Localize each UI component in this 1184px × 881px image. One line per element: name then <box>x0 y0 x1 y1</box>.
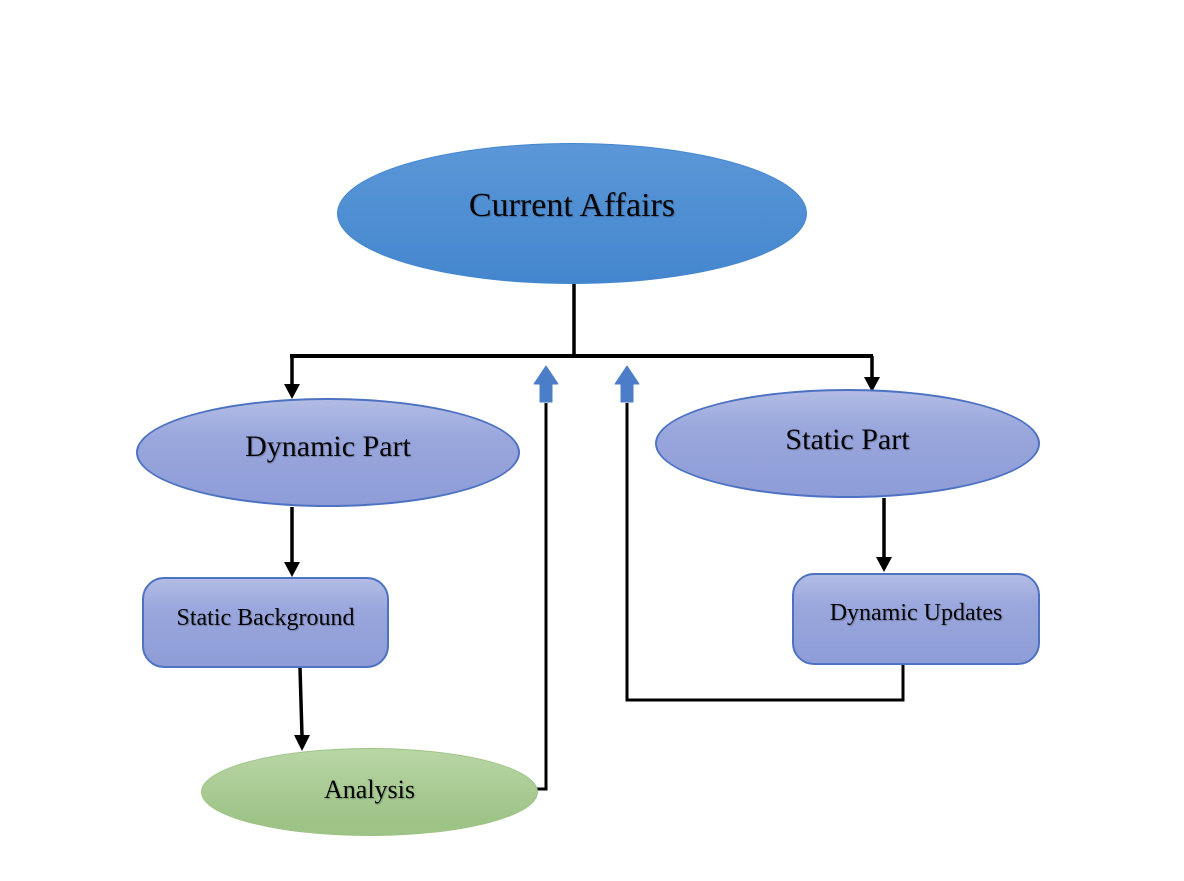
node-static-part: Static Part <box>655 389 1040 498</box>
arrowhead-dynamic-part <box>284 384 300 399</box>
arrowhead-analysis <box>294 735 310 751</box>
node-current-affairs: Current Affairs <box>337 143 807 284</box>
arrowhead-static-background <box>284 562 300 577</box>
node-dynamic-updates: Dynamic Updates <box>792 573 1040 665</box>
node-dynamic-part-label: Dynamic Part <box>245 429 411 463</box>
connector-dynamic-updates-return-line <box>625 403 905 702</box>
node-analysis-label: Analysis <box>324 775 415 804</box>
connector-analysis-return-line <box>536 403 548 791</box>
node-static-part-label: Static Part <box>785 422 910 456</box>
connector-static-background-to-analysis <box>298 667 304 737</box>
up-block-arrow-right-icon <box>614 365 640 403</box>
arrowhead-dynamic-updates <box>876 557 892 572</box>
up-block-arrow-left-icon <box>533 365 559 403</box>
node-dynamic-updates-label: Dynamic Updates <box>829 599 1003 626</box>
node-static-background-label: Static Background <box>176 605 355 631</box>
node-analysis: Analysis <box>201 748 538 836</box>
node-current-affairs-label: Current Affairs <box>468 186 676 224</box>
arrowhead-static-part <box>864 377 880 392</box>
node-dynamic-part: Dynamic Part <box>136 398 520 507</box>
node-static-background: Static Background <box>142 577 389 668</box>
